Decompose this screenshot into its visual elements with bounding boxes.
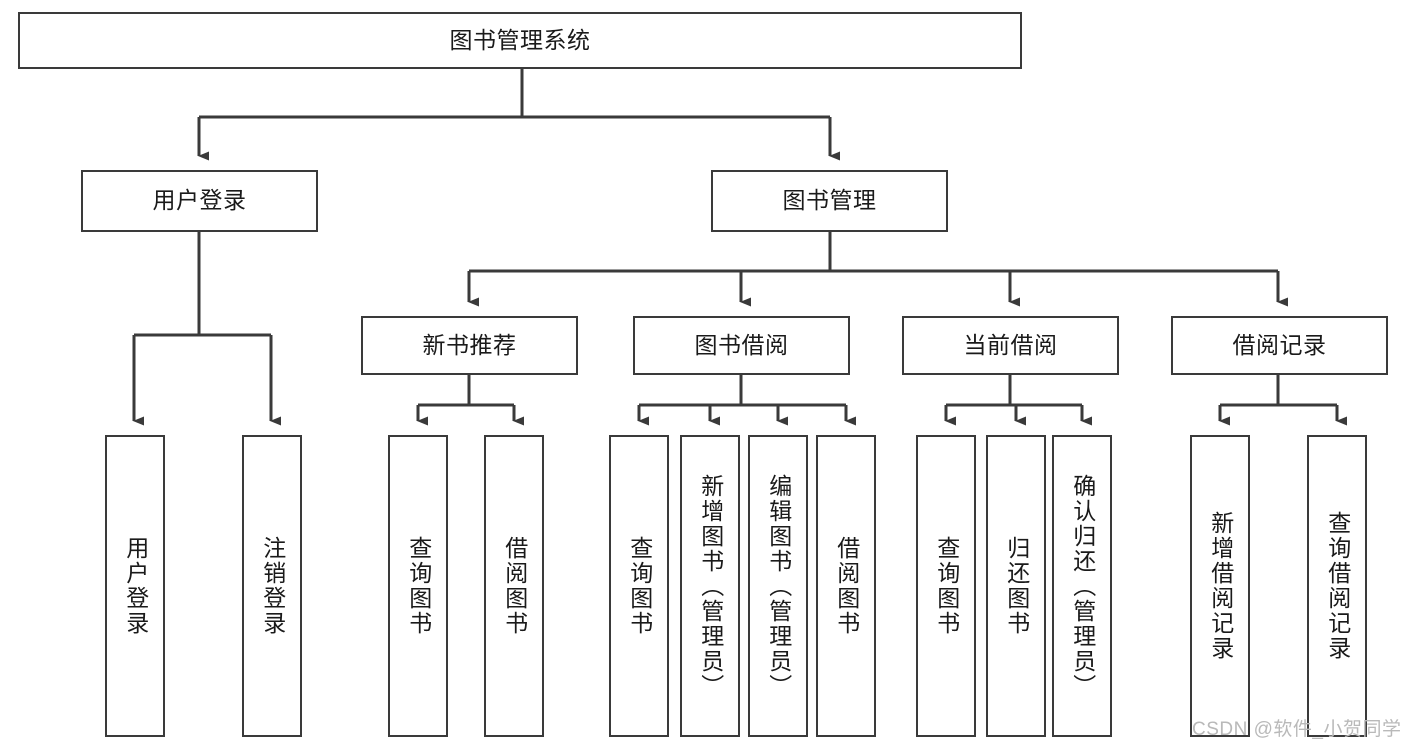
leaf-node-label: 确认归还（管理员） xyxy=(1069,473,1096,699)
leaf-node-label: 查询图书 xyxy=(933,536,960,636)
leaf-node[interactable]: 新增图书（管理员） xyxy=(680,435,740,737)
node-borrow-record-label: 借阅记录 xyxy=(1232,331,1327,358)
node-borrow-record[interactable]: 借阅记录 xyxy=(1171,316,1388,375)
leaf-node[interactable]: 新增借阅记录 xyxy=(1190,435,1250,737)
leaf-node-label: 借阅图书 xyxy=(501,536,528,636)
leaf-node-label: 借阅图书 xyxy=(833,536,860,636)
leaf-node[interactable]: 查询图书 xyxy=(388,435,448,737)
node-current-borrow[interactable]: 当前借阅 xyxy=(902,316,1119,375)
leaf-node[interactable]: 注销登录 xyxy=(242,435,302,737)
leaf-node-label: 用户登录 xyxy=(122,536,149,636)
leaf-node-label: 查询借阅记录 xyxy=(1324,511,1351,661)
node-book-borrow-label: 图书借阅 xyxy=(694,331,789,358)
leaf-node[interactable]: 借阅图书 xyxy=(816,435,876,737)
leaf-node[interactable]: 查询图书 xyxy=(609,435,669,737)
node-book-management-label: 图书管理 xyxy=(782,187,877,214)
leaf-node-label: 注销登录 xyxy=(259,536,286,636)
node-root[interactable]: 图书管理系统 xyxy=(18,12,1022,69)
leaf-node-label: 新增借阅记录 xyxy=(1207,511,1234,661)
node-current-borrow-label: 当前借阅 xyxy=(963,331,1058,358)
leaf-node[interactable]: 查询图书 xyxy=(916,435,976,737)
leaf-node[interactable]: 查询借阅记录 xyxy=(1307,435,1367,737)
node-book-management[interactable]: 图书管理 xyxy=(711,170,948,232)
leaf-node[interactable]: 借阅图书 xyxy=(484,435,544,737)
csdn-watermark: CSDN @软件_小贺同学 xyxy=(1192,719,1402,740)
node-root-label: 图书管理系统 xyxy=(449,26,591,53)
node-user-login-label: 用户登录 xyxy=(152,187,247,214)
node-new-book-recommend[interactable]: 新书推荐 xyxy=(361,316,578,375)
leaf-node-label: 查询图书 xyxy=(626,536,653,636)
leaf-node[interactable]: 归还图书 xyxy=(986,435,1046,737)
node-new-book-recommend-label: 新书推荐 xyxy=(422,331,517,358)
node-book-borrow[interactable]: 图书借阅 xyxy=(633,316,850,375)
leaf-node-label: 查询图书 xyxy=(405,536,432,636)
leaf-node-label: 编辑图书（管理员） xyxy=(765,473,792,699)
leaf-node[interactable]: 用户登录 xyxy=(105,435,165,737)
node-user-login[interactable]: 用户登录 xyxy=(81,170,318,232)
leaf-node-label: 新增图书（管理员） xyxy=(697,473,724,699)
leaf-node[interactable]: 编辑图书（管理员） xyxy=(748,435,808,737)
leaf-node[interactable]: 确认归还（管理员） xyxy=(1052,435,1112,737)
leaf-node-label: 归还图书 xyxy=(1003,536,1030,636)
